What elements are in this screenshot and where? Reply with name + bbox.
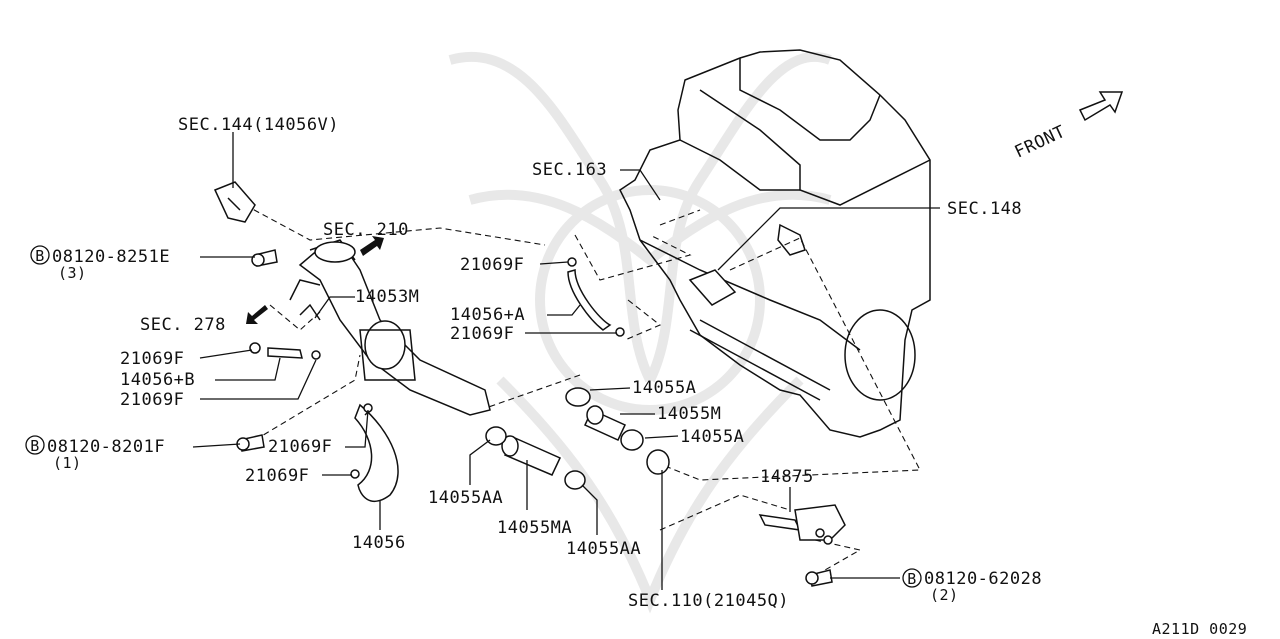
label-bolt3-part: 08120-62028 — [924, 569, 1042, 589]
label-14056a: 14056+A — [450, 305, 525, 325]
label-bolt2-qty: (1) — [53, 454, 82, 472]
label-21069f-f: 21069F — [450, 324, 514, 344]
engine-block — [619, 49, 931, 438]
label-14875: 14875 — [760, 467, 814, 487]
label-sec278: SEC. 278 — [140, 315, 226, 335]
sec210-arrow — [360, 236, 384, 256]
watermark-emblem — [448, 51, 832, 614]
label-14056b: 14056+B — [120, 370, 195, 390]
bolts — [236, 249, 833, 587]
label-21069f-b: 21069F — [120, 390, 184, 410]
clamps — [213, 181, 644, 490]
label-sec148: SEC.148 — [947, 199, 1022, 219]
label-14055aa-1: 14055AA — [428, 488, 503, 508]
label-bolt3-qty: (2) — [930, 586, 959, 604]
label-sec144: SEC.144(14056V) — [178, 115, 339, 135]
front-arrow-icon — [1078, 91, 1124, 122]
svg-text:B: B — [30, 437, 40, 455]
label-21069f-a: 21069F — [120, 349, 184, 369]
label-14056: 14056 — [352, 533, 406, 553]
svg-text:B: B — [35, 247, 45, 265]
label-14055ma: 14055MA — [497, 518, 572, 538]
diagram-reference-code: A211D 0029 — [1152, 620, 1247, 638]
label-14055aa-2: 14055AA — [566, 539, 641, 559]
water-outlet-pipe — [289, 239, 491, 416]
svg-text:B: B — [907, 570, 917, 588]
bolt-marker-2: B — [25, 435, 45, 455]
sec278-arrow — [246, 305, 268, 324]
hoses — [267, 269, 846, 545]
label-14055a-2: 14055A — [680, 427, 744, 447]
label-sec163: SEC.163 — [532, 160, 607, 180]
label-bolt2-part: 08120-8201F — [47, 437, 165, 457]
label-14055a-1: 14055A — [632, 378, 696, 398]
label-bolt1-part: 08120-8251E — [52, 247, 170, 267]
label-21069f-e: 21069F — [460, 255, 524, 275]
label-sec210: SEC. 210 — [323, 220, 409, 240]
label-21069f-d: 21069F — [245, 466, 309, 486]
label-14055m: 14055M — [657, 404, 721, 424]
label-bolt1-qty: (3) — [58, 264, 87, 282]
label-sec110: SEC.110(21045Q) — [628, 591, 789, 611]
bolt-marker-1: B — [30, 245, 50, 265]
label-front: FRONT — [1012, 122, 1069, 163]
label-21069f-c: 21069F — [268, 437, 332, 457]
bolt-marker-3: B — [902, 568, 922, 588]
leader-lines — [192, 132, 940, 590]
label-14053m: 14053M — [355, 287, 419, 307]
